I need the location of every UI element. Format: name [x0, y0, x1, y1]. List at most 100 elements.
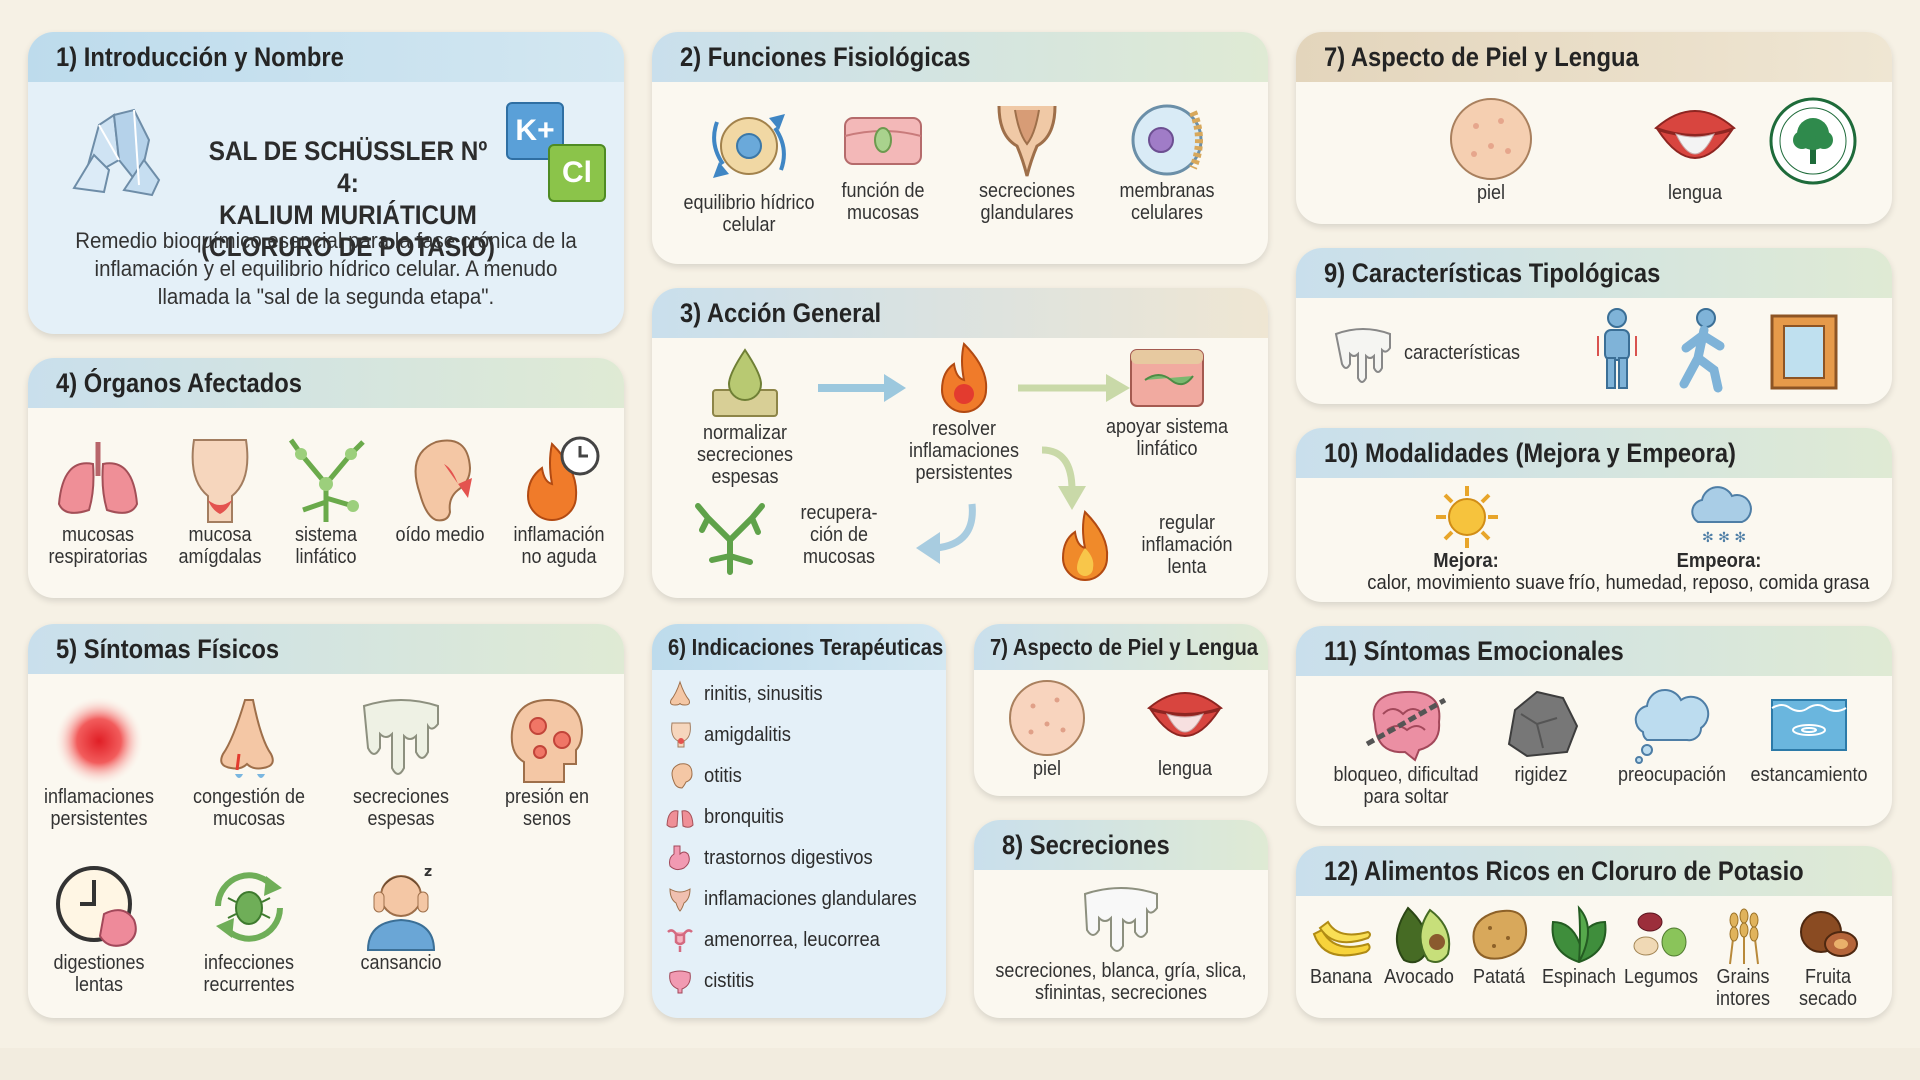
cell-membrane-icon	[1131, 104, 1203, 176]
sintomas-card: 5) Síntomas Físicos inflamaciones persis…	[28, 624, 624, 1018]
person-standing-icon	[1597, 308, 1637, 389]
alimento-label: Legumos	[1623, 966, 1699, 988]
sintoma-item: inflamaciones persistentes	[34, 696, 164, 830]
cell-water-balance-icon	[712, 114, 786, 178]
organo-label: oído medio	[395, 524, 485, 546]
sintoma-item: secreciones espesas	[336, 696, 466, 830]
funcion-label: secreciones glandulares	[978, 180, 1076, 224]
sun-icon	[1436, 486, 1498, 548]
still-water-icon	[1771, 699, 1847, 751]
droplet-icon	[712, 348, 778, 417]
mejora-text: calor, movimiento suave	[1367, 572, 1565, 594]
gland-small-icon	[669, 888, 691, 912]
emocional-item: preocupación	[1602, 684, 1742, 786]
alimento-label: secado	[1798, 988, 1858, 1010]
organo-label: mucosa	[188, 524, 252, 546]
sintoma-item: congestión de mucosas	[184, 696, 314, 830]
sintomas-header: 5) Síntomas Físicos	[28, 624, 624, 674]
tongue-icon	[1654, 110, 1736, 159]
arrow-right-icon	[1018, 374, 1130, 402]
sintoma-label: inflamaciones	[43, 786, 155, 808]
indicacion-label: amenorrea, leucorrea	[704, 928, 880, 951]
arrow-down-icon	[1041, 446, 1086, 510]
empeora-text: frío, humedad, reposo, comida grasa	[1568, 572, 1870, 594]
funcion-label: equilibrio hídrico celular	[683, 192, 815, 236]
fire-clock-icon	[526, 436, 600, 521]
ear-small-icon	[671, 763, 693, 789]
emocional-label: para soltar	[1363, 786, 1449, 808]
indicacion-item: cistitis	[666, 967, 758, 995]
la-senda-natural-logo	[1769, 97, 1857, 185]
recurrent-infection-icon	[215, 872, 283, 942]
lymph-tissue-icon	[1130, 349, 1204, 407]
intro-description: Remedio bioquímico esencial para la fase…	[75, 228, 577, 309]
sintoma-item: presión en senos	[484, 696, 610, 830]
accion-label: regular inflamación lenta	[1141, 512, 1233, 578]
throat-small-icon	[671, 722, 691, 748]
tipologicas-label: características	[1404, 342, 1521, 364]
mejora-title: Mejora:	[1433, 550, 1499, 572]
indicacion-item: trastornos digestivos	[666, 844, 887, 872]
piel-lengua-top-card: 7) Aspecto de Piel y Lengua piel lengua	[1296, 32, 1892, 224]
piel-lengua-mid-card: 7) Aspecto de Piel y Lengua piel lengua	[974, 624, 1268, 796]
organo-label: mucosas	[61, 524, 135, 546]
lengua-label: lengua	[1157, 758, 1213, 780]
alimentos-card: 12) Alimentos Ricos en Cloruro de Potasi…	[1296, 846, 1892, 1018]
thick-secretion-icon	[362, 699, 439, 775]
chlorine-label: Cl	[562, 156, 592, 189]
organo-item: oído medio	[380, 434, 500, 546]
mejora-label: Mejora: calor, movimiento suave	[1346, 550, 1585, 594]
piel-lengua-mid-header: 7) Aspecto de Piel y Lengua	[974, 624, 1268, 670]
indicacion-item: otitis	[666, 762, 745, 790]
sintoma-label: secreciones	[352, 786, 450, 808]
emocional-item: bloqueo, dificultad para soltar	[1316, 684, 1496, 808]
lungs-small-icon	[666, 810, 694, 828]
organo-item: mucosa amígdalas	[170, 434, 270, 568]
mucosa-icon	[844, 117, 922, 165]
spinach-icon	[1551, 905, 1607, 964]
potassium-label: K+	[515, 114, 555, 147]
secreciones-label: sfinintas, secreciones	[1034, 982, 1208, 1004]
emocional-item: estancamiento	[1734, 684, 1884, 786]
emocional-label: preocupación	[1617, 764, 1727, 786]
emocional-label: estancamiento	[1750, 764, 1868, 786]
svg-text:z: z	[424, 864, 432, 880]
ear-icon	[414, 439, 472, 522]
piel-top-item: piel	[1416, 96, 1566, 204]
lymph-icon	[288, 438, 365, 522]
arrow-right-icon	[818, 374, 906, 402]
branching-mucosa-icon	[695, 503, 765, 575]
funcion-item-mucosas: función de mucosas	[808, 100, 958, 224]
thought-cloud-icon	[1634, 689, 1710, 764]
emocional-item: rigidez	[1476, 684, 1606, 786]
bottom-strip	[0, 1048, 1920, 1080]
accion-label: resolver inflamaciones persistentes	[908, 418, 1020, 484]
organo-label: no aguda	[521, 546, 597, 568]
organo-label: linfático	[295, 546, 357, 568]
emocional-label: rigidez	[1514, 764, 1568, 786]
accion-item-resolver: resolver inflamaciones persistentes	[884, 340, 1044, 484]
arrow-left-icon	[916, 503, 976, 564]
sintoma-label: lentas	[74, 974, 124, 996]
funcion-label: membranas celulares	[1119, 180, 1215, 224]
accion-item-normalizar: normalizar secreciones espesas	[670, 346, 820, 488]
intro-header: 1) Introducción y Nombre	[28, 32, 624, 82]
gland-icon	[997, 105, 1057, 177]
alimento-label: Espinach	[1541, 966, 1617, 988]
indicaciones-header: 6) Indicaciones Terapéuticas	[652, 624, 946, 670]
piel-label: piel	[1476, 182, 1506, 204]
funcion-label: función de mucosas	[841, 180, 925, 224]
indicacion-label: inflamaciones glandulares	[704, 887, 917, 910]
accion-header: 3) Acción General	[652, 288, 1268, 338]
alimento-item: Legumos	[1618, 904, 1704, 988]
indicacion-label: rinitis, sinusitis	[704, 682, 823, 705]
accion-label: recupera-ción de mucosas	[800, 502, 878, 568]
sintoma-label: congestión de	[192, 786, 306, 808]
sintoma-label: cansancio	[360, 952, 442, 974]
uterus-small-icon	[667, 929, 693, 952]
sintoma-item: digestiones lentas	[34, 862, 164, 996]
sintoma-label: mucosas	[212, 808, 286, 830]
piel-mid-item: piel	[992, 678, 1102, 780]
emocionales-header: 11) Síntomas Emocionales	[1296, 626, 1892, 676]
indicacion-label: trastornos digestivos	[704, 846, 873, 869]
